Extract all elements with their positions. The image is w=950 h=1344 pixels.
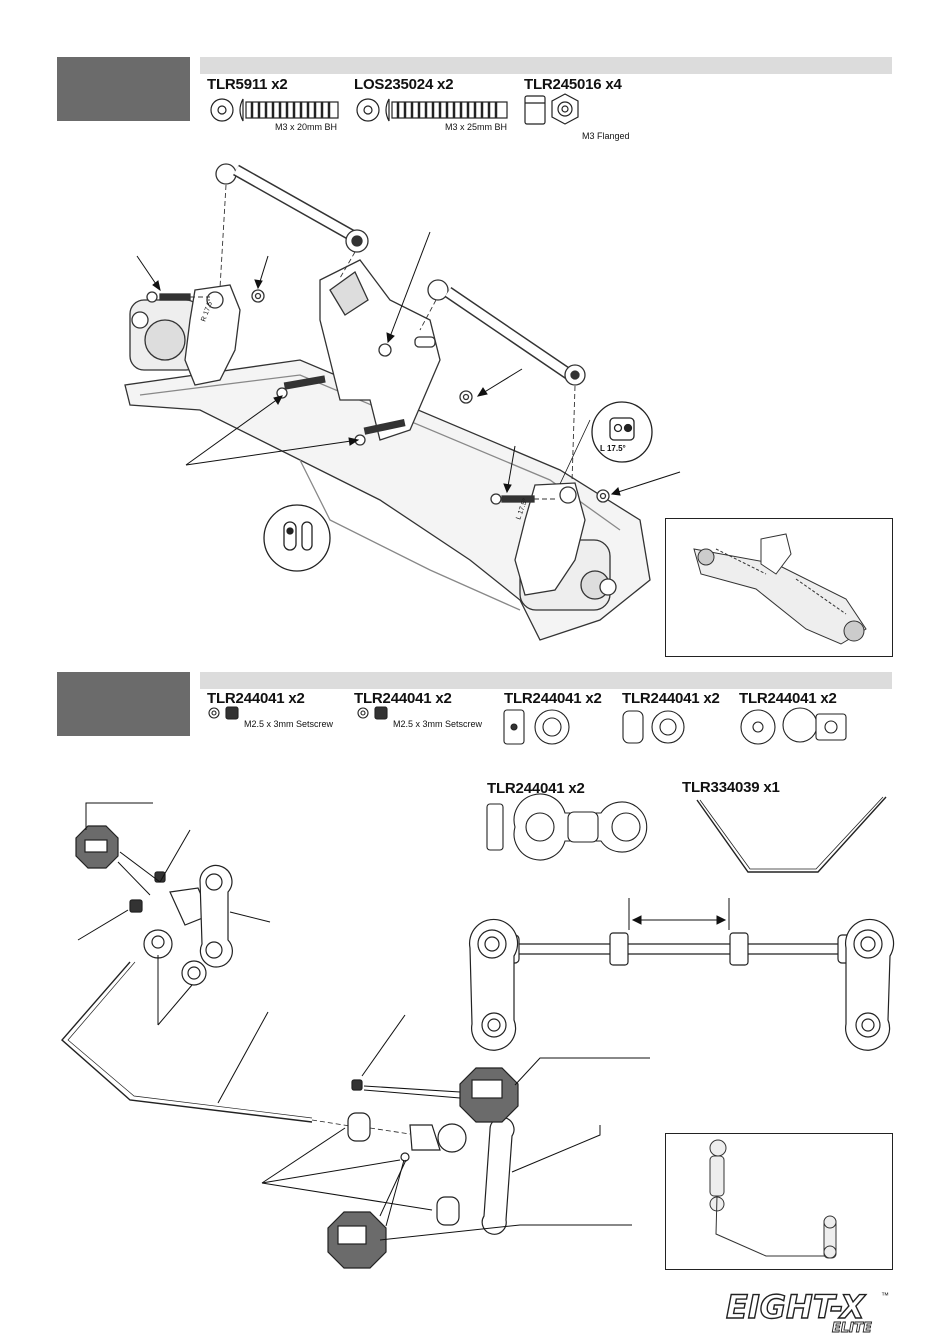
part-code-los235024: LOS235024 x2 [354,76,453,93]
part-code-tlr245016: TLR245016 x4 [524,76,622,93]
svg-text:L 17.5°: L 17.5° [514,497,529,521]
step2-reference-inset [665,1133,893,1270]
part-code-setscrew-b: TLR244041 x2 [354,690,452,707]
step-header-bar-1 [200,57,892,74]
part-code-setscrew-a: TLR244041 x2 [207,690,305,707]
step-header-bar-2 [200,672,892,689]
step-number-box-1 [57,57,190,121]
svg-text:R 17.5°: R 17.5° [199,298,215,323]
logo-sub-text: ELITE [832,1321,872,1334]
step1-reference-inset [665,518,893,657]
part-code-ball: TLR244041 x2 [739,690,837,707]
part-desc-setscrew-b: M2.5 x 3mm Setscrew [393,719,482,729]
part-desc-m3x20: M3 x 20mm BH [275,122,337,132]
part-code-bushing: TLR244041 x2 [504,690,602,707]
step-number-box-2 [57,672,190,736]
part-code-tlr5911: TLR5911 x2 [207,76,288,93]
part-code-collar: TLR244041 x2 [622,690,720,707]
part-desc-m3-flanged: M3 Flanged [582,131,630,141]
part-desc-setscrew-a: M2.5 x 3mm Setscrew [244,719,333,729]
part-desc-m3x25: M3 x 25mm BH [445,122,507,132]
eight-x-elite-logo: EIGHT-X ELITE ™ [724,1288,894,1334]
logo-tm: ™ [881,1291,889,1300]
callout-right-label: L 17.5° [600,444,626,453]
part-code-arm: TLR244041 x2 [487,780,585,797]
part-code-sway-bar: TLR334039 x1 [682,779,780,796]
